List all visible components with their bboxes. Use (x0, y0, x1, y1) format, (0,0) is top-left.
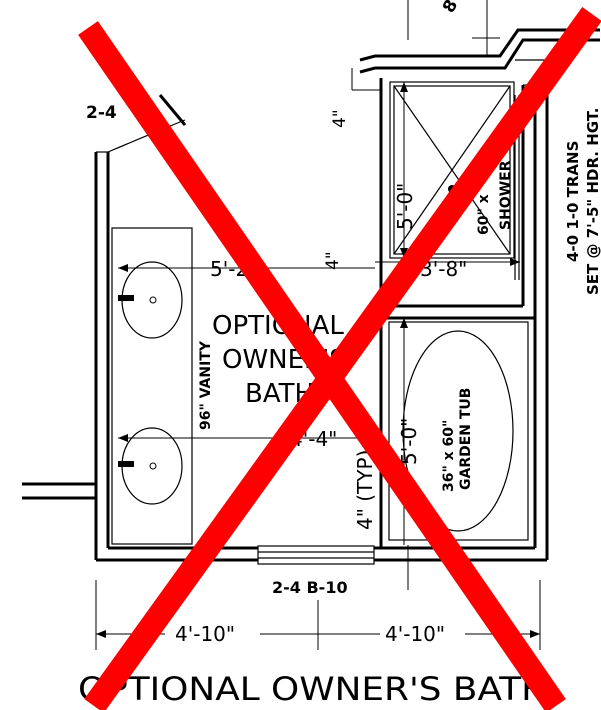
plan-title: OPTIONAL OWNER'S BATH (78, 670, 548, 708)
door-bottom (257, 545, 375, 565)
door-top-label: 2-4 (86, 103, 117, 123)
vanity (111, 227, 193, 545)
x-stroke-2 (84, 6, 601, 710)
dim-4-mid: 4" (323, 251, 343, 270)
tub-size: 36" x 60" (441, 420, 457, 492)
vanity-label: 96" VANITY (198, 340, 214, 430)
cancel-x-icon (78, 6, 601, 710)
tub-width-dim: 5'-0" (397, 418, 421, 465)
garden-tub (388, 321, 529, 541)
x-stroke-1 (78, 21, 566, 710)
typ-dim: 4" (TYP) (353, 450, 377, 530)
shower-width-dim: 5'-0" (393, 183, 417, 230)
dim-4-top: 4" (330, 109, 350, 128)
dim-left: 4'-10" (175, 622, 235, 646)
tag-8: 8 (439, 0, 462, 17)
tub-label: GARDEN TUB (458, 388, 474, 490)
door-bottom-label: 2-4 B-10 (272, 578, 348, 597)
dim-right: 4'-10" (385, 622, 445, 646)
window-note-line2: SET @ 7'-5" HDR. HGT. (584, 108, 601, 295)
shower-size: 60" x (476, 194, 492, 235)
shower-label: SHOWER (498, 160, 514, 230)
window-note-line1: 4-0 1-0 TRANS (564, 141, 582, 262)
